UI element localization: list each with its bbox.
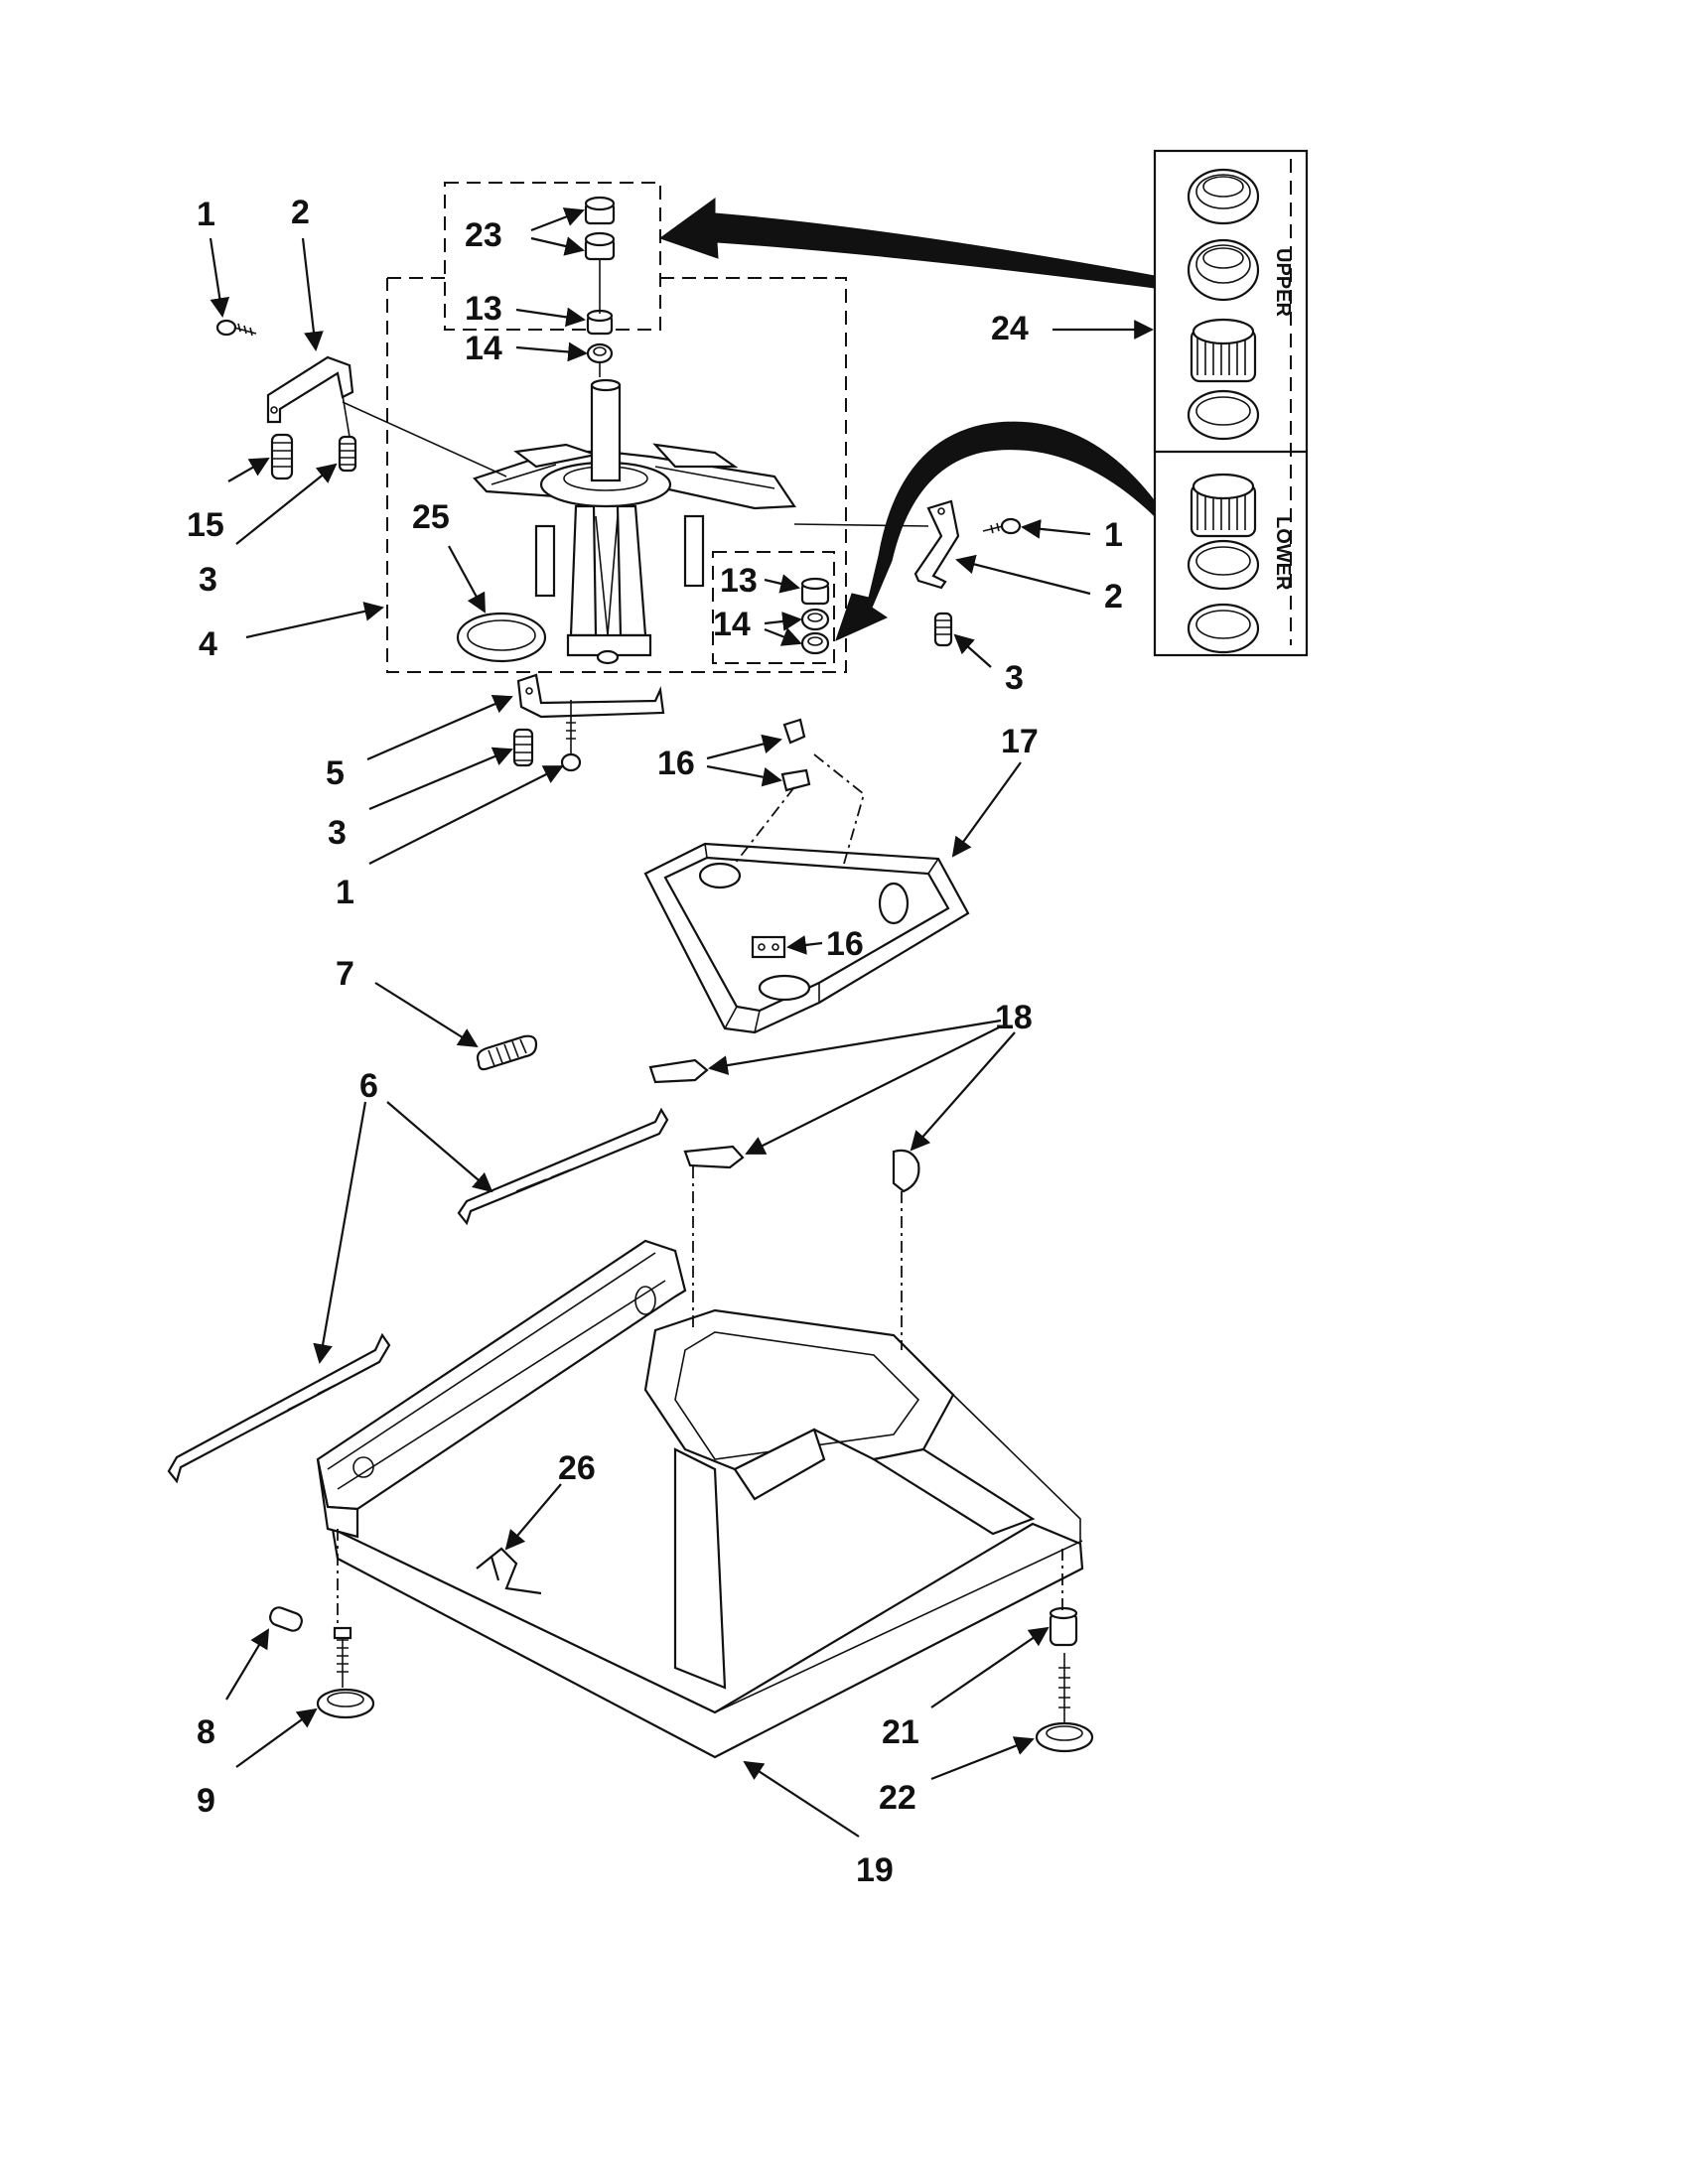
- callout-18: 18: [995, 999, 1033, 1036]
- right-bracket-2: [913, 499, 960, 590]
- callout-3-right: 3: [1005, 659, 1024, 697]
- callout-1-bottom: 1: [336, 874, 354, 911]
- bottom-spring-3: [512, 728, 534, 767]
- callout-25: 25: [412, 498, 450, 536]
- gearcase-hub: [473, 378, 796, 665]
- callout-6: 6: [359, 1067, 378, 1105]
- bearing-23-bottom: [584, 231, 616, 261]
- callout-2-top-left: 2: [291, 194, 310, 231]
- foot-22-leveling-leg: [1035, 1653, 1094, 1753]
- callout-9: 9: [197, 1782, 215, 1820]
- upper-ring: [1187, 389, 1260, 441]
- lower-bearings-stack: [800, 577, 830, 655]
- base-frame-19: [316, 1239, 1084, 1759]
- callout-23: 23: [465, 216, 502, 254]
- callout-13-top: 13: [465, 290, 502, 328]
- bearing-14-lower-1: [800, 608, 830, 631]
- callout-22: 22: [879, 1779, 916, 1817]
- callout-21: 21: [882, 1713, 919, 1751]
- callout-2-right: 2: [1104, 578, 1123, 615]
- upper-seal-2: [1187, 238, 1260, 302]
- strap-6-lower: [167, 1332, 391, 1484]
- foot-9-leveling-leg: [316, 1626, 375, 1719]
- top-bearings-stack: [584, 196, 616, 377]
- callout-14-lower: 14: [713, 606, 751, 643]
- suspension-frame-17: [643, 842, 970, 1034]
- left-bracket-2: [266, 355, 354, 424]
- callout-4: 4: [199, 625, 217, 663]
- bottom-bracket-5: [516, 673, 665, 719]
- right-spring-3: [933, 612, 953, 647]
- strap-6-upper: [457, 1107, 669, 1226]
- foot-21-bushing: [1049, 1606, 1078, 1647]
- bearing-13-top: [586, 309, 614, 336]
- callout-15: 15: [187, 506, 224, 544]
- lower-kit-arrow: [835, 421, 1156, 641]
- callout-13-lower: 13: [720, 562, 758, 600]
- callout-24: 24: [991, 310, 1029, 347]
- callout-1-right: 1: [1104, 516, 1123, 554]
- leader-arrows: [209, 207, 1154, 1838]
- callout-5: 5: [326, 754, 345, 792]
- callout-26: 26: [558, 1449, 596, 1487]
- gearcase-group-box: [386, 277, 847, 673]
- bottom-screw-1: [560, 700, 582, 772]
- left-spring-3: [338, 435, 357, 473]
- bearing-23-top: [584, 196, 616, 225]
- upper-seal-1: [1187, 168, 1260, 225]
- foot-8-bumper: [269, 1606, 303, 1632]
- callout-8: 8: [197, 1713, 215, 1751]
- pad-16-top: [782, 718, 806, 745]
- callout-3-left: 3: [199, 561, 217, 599]
- right-screw-1: [982, 517, 1022, 535]
- left-spring-link: [342, 394, 351, 438]
- callout-1-top-left: 1: [197, 196, 215, 233]
- upper-kit-arrow: [658, 198, 1156, 289]
- pad-centerlines: [734, 753, 866, 865]
- left-bracket-leader: [342, 401, 507, 478]
- upper-bearing-gear: [1190, 318, 1257, 383]
- callout-14-top: 14: [465, 330, 502, 367]
- lower-bearing-group-box: [712, 551, 835, 664]
- lower-ring-2: [1187, 603, 1260, 654]
- pad-16-frame: [751, 935, 786, 959]
- callout-3-bottom: 3: [328, 814, 347, 852]
- left-screw-1: [215, 319, 257, 337]
- upper-label: UPPER: [1272, 248, 1294, 317]
- bearing-kit-box: UPPER LOWER: [1153, 149, 1309, 657]
- top-bearing-group-box: [444, 182, 661, 331]
- bearing-14-lower-2: [800, 631, 830, 655]
- seal-25: [456, 612, 547, 663]
- callout-labels: 1 2 15 3 4 23 13 14 25 13 14 24 1 2 3 5 …: [187, 194, 1123, 1889]
- lower-label: LOWER: [1272, 516, 1294, 591]
- assembly-centerlines: [337, 1166, 1063, 1628]
- callout-16-top: 16: [657, 745, 695, 782]
- bearing-13-lower: [800, 577, 830, 606]
- pad-16-mid: [780, 768, 811, 792]
- lower-bearing-gear: [1190, 473, 1257, 538]
- callout-7: 7: [336, 955, 354, 993]
- left-spring-15: [270, 433, 294, 480]
- lower-ring-1: [1187, 539, 1260, 591]
- spring-7: [476, 1034, 538, 1071]
- callout-17: 17: [1001, 723, 1039, 760]
- pad-18-mid: [683, 1145, 745, 1169]
- clip-26: [476, 1547, 542, 1595]
- right-bracket-leader: [793, 523, 929, 527]
- bearing-14-top: [586, 342, 614, 364]
- pad-18-top: [648, 1058, 709, 1084]
- callout-16-frame: 16: [826, 925, 864, 963]
- pad-18-right: [892, 1149, 920, 1193]
- callout-19: 19: [856, 1851, 894, 1889]
